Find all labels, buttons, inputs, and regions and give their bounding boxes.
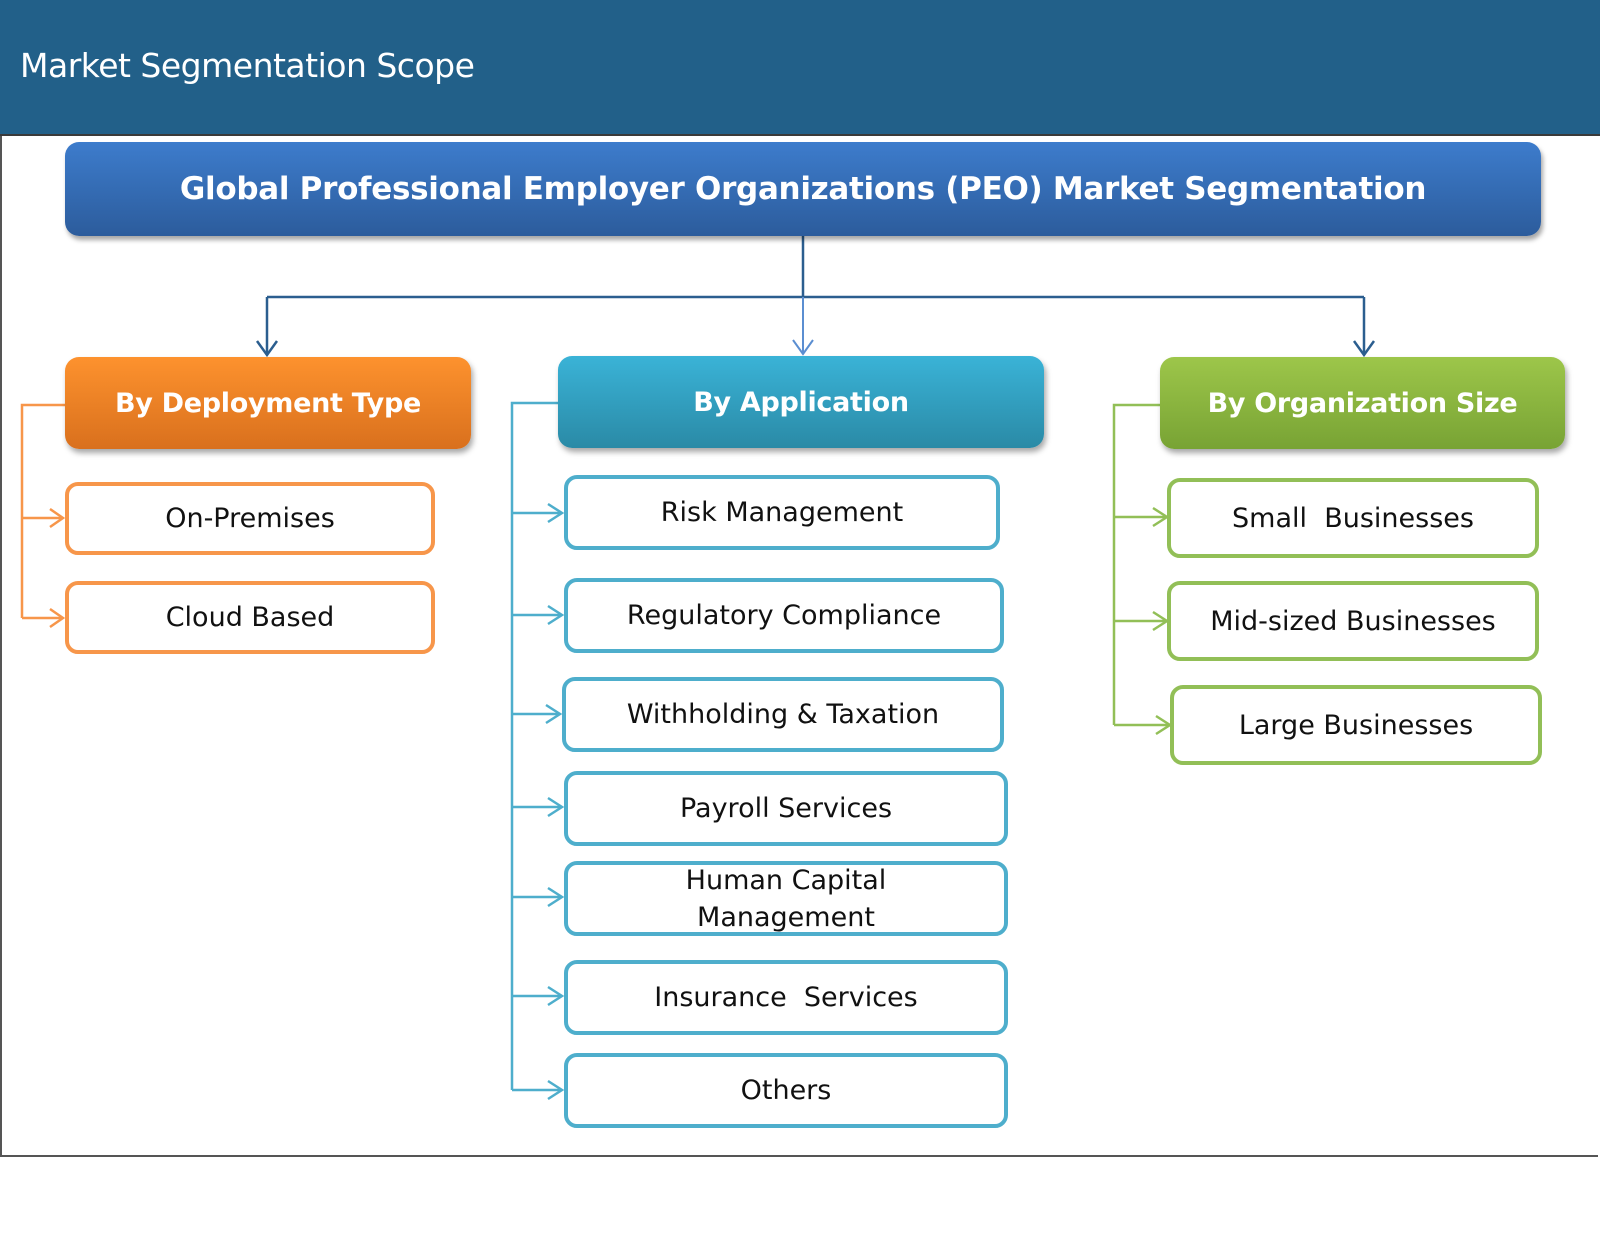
item-label: Mid-sized Businesses: [1210, 605, 1496, 637]
segment-item-cloud-based: Cloud Based: [65, 581, 435, 654]
item-label: Risk Management: [660, 497, 904, 528]
item-label: Cloud Based: [165, 602, 335, 633]
item-label: Others: [740, 1075, 832, 1106]
segment-item-large-businesses: Large Businesses: [1170, 685, 1542, 765]
root-segmentation-box: Global Professional Employer Organizatio…: [65, 142, 1541, 236]
segment-item-withholding-taxation: Withholding & Taxation: [562, 677, 1004, 752]
segment-application: By Application: [558, 356, 1044, 448]
segment-label: By Organization Size: [1207, 387, 1518, 419]
segment-item-risk-management: Risk Management: [564, 475, 1000, 550]
root-label: Global Professional Employer Organizatio…: [179, 171, 1427, 207]
item-label: Insurance Services: [654, 982, 918, 1013]
segment-label: By Application: [693, 386, 909, 418]
item-label: Withholding & Taxation: [626, 699, 940, 730]
segment-item-payroll-services: Payroll Services: [564, 771, 1008, 846]
segment-deployment-type: By Deployment Type: [65, 357, 471, 449]
segment-item-small-businesses: Small Businesses: [1167, 478, 1539, 558]
segment-item-human-capital-management: Human Capital Management: [564, 861, 1008, 936]
slide-header: Market Segmentation Scope: [0, 0, 1600, 136]
segment-organization-size: By Organization Size: [1160, 357, 1565, 449]
item-label: Large Businesses: [1238, 709, 1474, 741]
item-label: Payroll Services: [679, 793, 893, 824]
segment-item-others: Others: [564, 1053, 1008, 1128]
segment-label: By Deployment Type: [114, 387, 422, 419]
item-label: Small Businesses: [1232, 502, 1474, 534]
item-label: Human Capital Management: [685, 864, 887, 933]
item-label: Regulatory Compliance: [626, 600, 942, 631]
segment-item-mid-sized-businesses: Mid-sized Businesses: [1167, 581, 1539, 661]
segment-item-insurance-services: Insurance Services: [564, 960, 1008, 1035]
segment-item-on-premises: On-Premises: [65, 482, 435, 555]
slide-title: Market Segmentation Scope: [20, 46, 475, 85]
segment-item-regulatory-compliance: Regulatory Compliance: [564, 578, 1004, 653]
item-label: On-Premises: [165, 503, 335, 534]
